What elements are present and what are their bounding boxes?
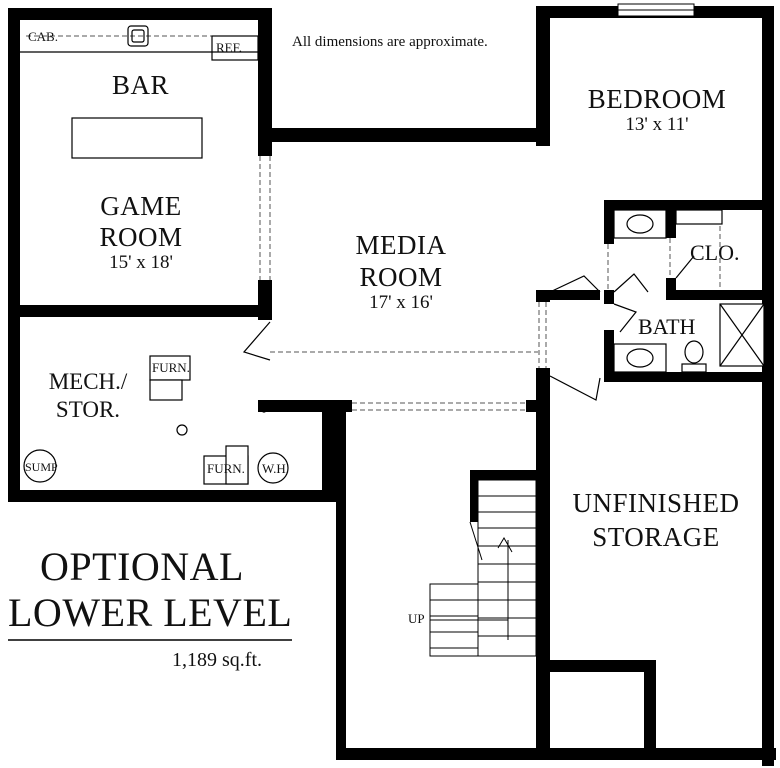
game-room-dim: 15' x 18' bbox=[109, 252, 173, 273]
bedroom-window bbox=[617, 3, 695, 17]
cab-label: CAB. bbox=[28, 29, 58, 44]
media-room-dim: 17' x 16' bbox=[369, 292, 433, 313]
game-room-label-1: GAME bbox=[100, 191, 182, 221]
bedroom-label: BEDROOM bbox=[587, 84, 727, 114]
door-swings bbox=[242, 255, 695, 401]
closet-label: CLO. bbox=[690, 240, 740, 265]
plan-title-line2: LOWER LEVEL bbox=[8, 590, 293, 635]
unfinished-storage-label-1: UNFINISHED bbox=[572, 488, 740, 518]
furnace-label-bottom: FURN. bbox=[207, 461, 245, 476]
bedroom-dim: 13' x 11' bbox=[625, 114, 689, 135]
mech-fixtures bbox=[23, 355, 289, 485]
plan-title-line1: OPTIONAL bbox=[40, 544, 244, 589]
media-room-label-1: MEDIA bbox=[355, 230, 447, 260]
cabinets bbox=[20, 25, 259, 61]
game-room-label-2: ROOM bbox=[99, 222, 183, 252]
ref-label: REF. bbox=[216, 40, 243, 55]
bath-label: BATH bbox=[638, 314, 696, 339]
mech-label-1: MECH./ bbox=[48, 369, 128, 394]
stairs bbox=[429, 479, 537, 657]
stairs-up-label: UP bbox=[408, 611, 425, 626]
unfinished-storage-label-2: STORAGE bbox=[592, 522, 720, 552]
sump-label: SUMP bbox=[25, 460, 58, 474]
furnace-label-top: FURN. bbox=[152, 360, 190, 375]
walls bbox=[8, 6, 776, 766]
bar-counter bbox=[71, 117, 203, 159]
media-room-label-2: ROOM bbox=[359, 262, 443, 292]
bath-fixtures bbox=[613, 209, 765, 373]
plan-area: 1,189 sq.ft. bbox=[172, 649, 262, 671]
water-heater-label: W.H. bbox=[262, 461, 289, 476]
dimensions-note: All dimensions are approximate. bbox=[292, 34, 488, 50]
bar-label: BAR bbox=[112, 70, 170, 100]
mech-label-2: STOR. bbox=[55, 397, 121, 422]
